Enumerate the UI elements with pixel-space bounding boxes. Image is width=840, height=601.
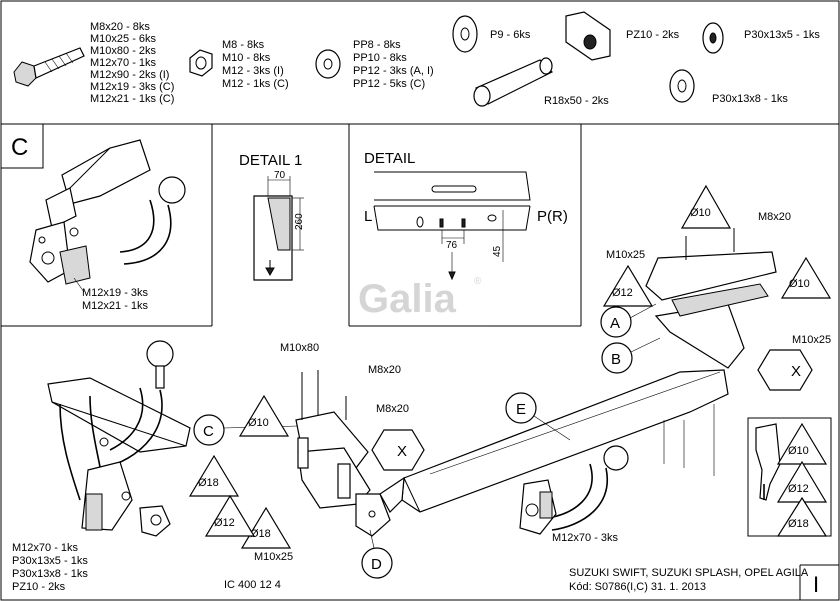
bolt-line: M10x80 - 2ks	[90, 45, 157, 57]
p30x13x8-label: P30x13x8 - 1ks	[712, 93, 788, 105]
nut-list: M8 - 8ks M10 - 8ks M12 - 3ks (I) M12 - 1…	[222, 39, 289, 90]
detail-2-dim-a: 76	[446, 240, 458, 251]
detail-1-title: DETAIL 1	[239, 152, 302, 169]
bolt-line: M10x25 - 6ks	[90, 33, 157, 45]
vehicle-list: SUZUKI SWIFT, SUZUKI SPLASH, OPEL AGILA	[569, 567, 809, 579]
bolt-line: M12x90 - 2ks (I)	[90, 69, 169, 81]
ball-kit-line: PZ10 - 2ks	[12, 581, 66, 593]
dia-marker: Ø10	[690, 207, 711, 219]
panel-c-bolt-2: M12x21 - 1ks	[82, 300, 149, 312]
label-b: B	[611, 351, 621, 368]
washer-line: PP12 - 5ks (C)	[353, 78, 425, 90]
panel-c-letter: C	[11, 134, 28, 161]
ball-detail-left	[47, 340, 191, 537]
washer-line: PP10 - 8ks	[353, 52, 407, 64]
detail-1: DETAIL 1 70 260	[239, 152, 305, 281]
dia-marker: Ø10	[789, 278, 810, 290]
detail-2-left: L	[364, 208, 372, 225]
galia-watermark: Galia ®	[356, 276, 486, 327]
p30x13x5-label: P30x13x5 - 1ks	[744, 29, 820, 41]
label-c: C	[203, 423, 214, 440]
detail-1-width: 70	[274, 170, 286, 181]
main-assembly	[295, 228, 777, 537]
nut-line: M10 - 8ks	[222, 52, 271, 64]
m10x25-right-label: M10x25	[792, 334, 831, 346]
registered-mark: ®	[474, 276, 482, 287]
p9-label: P9 - 6ks	[490, 29, 531, 41]
m8x20-a-label: M8x20	[368, 364, 401, 376]
dia-marker: Ø12	[612, 287, 633, 299]
pz10-label: PZ10 - 2ks	[626, 29, 680, 41]
dia-marker: Ø18	[198, 477, 219, 489]
washer-line: PP8 - 8ks	[353, 39, 401, 51]
bolt-illustration	[13, 47, 85, 87]
drill-dia: Ø18	[788, 518, 809, 530]
detail-2-right: P(R)	[537, 208, 568, 225]
ball-kit-line: M12x70 - 1ks	[12, 542, 79, 554]
label-x-left: X	[397, 443, 407, 460]
drill-dia: Ø10	[788, 445, 809, 457]
bolt-line: M12x21 - 1ks (C)	[90, 93, 174, 105]
drill-panel: Ø10 Ø12 Ø18	[747, 417, 832, 537]
product-code: Kód: S0786(I,C) 31. 1. 2013	[569, 581, 706, 593]
nut-line: M12 - 1ks (C)	[222, 78, 289, 90]
m10x25-top-label: M10x25	[606, 249, 645, 261]
ball-kit-line: P30x13x8 - 1ks	[12, 568, 88, 580]
washer-illustration	[315, 49, 341, 79]
bolt-line: M12x19 - 3ks (C)	[90, 81, 174, 93]
r18x50-label: R18x50 - 2ks	[544, 95, 609, 107]
drawing-number: IC 400 12 4	[224, 579, 281, 591]
detail-2-title: DETAIL	[364, 150, 415, 167]
m12x70-label: M12x70 - 3ks	[552, 532, 619, 544]
m10x80-label: M10x80	[280, 342, 319, 354]
nut-line: M8 - 8ks	[222, 39, 265, 51]
galia-logo-text: Galia	[358, 277, 457, 321]
label-e: E	[516, 401, 526, 418]
ball-kit-line: P30x13x5 - 1ks	[12, 555, 88, 567]
p30x13x8-washer: P30x13x8 - 1ks	[669, 69, 788, 105]
footer: IC 400 12 4 SUZUKI SWIFT, SUZUKI SPLASH,…	[224, 567, 819, 597]
r18x50-spacer: R18x50 - 2ks	[473, 57, 609, 107]
callouts: A B C D E X X	[193, 303, 813, 579]
nut-line: M12 - 3ks (I)	[222, 65, 284, 77]
label-a: A	[610, 315, 620, 332]
m8x20-b-label: M8x20	[376, 403, 409, 415]
m10x25-bottom-label: M10x25	[254, 551, 293, 563]
ball-kit-list: M12x70 - 1ks P30x13x5 - 1ks P30x13x8 - 1…	[12, 542, 88, 593]
drill-dia: Ø12	[788, 483, 809, 495]
dia-marker: Ø12	[214, 517, 235, 529]
m8x20-top-label: M8x20	[758, 211, 791, 223]
panel-c: C M12x19 - 3ks M12x21 - 1ks	[0, 123, 186, 312]
washer-list: PP8 - 8ks PP10 - 8ks PP12 - 3ks (A, I) P…	[353, 39, 434, 90]
bolt-list: M8x20 - 8ks M10x25 - 6ks M10x80 - 2ks M1…	[90, 21, 174, 105]
detail-1-height: 260	[294, 213, 305, 230]
detail-2-dim-b: 45	[492, 245, 503, 257]
sheet-mark: I	[813, 572, 819, 597]
bolt-line: M8x20 - 8ks	[90, 21, 150, 33]
bolt-line: M12x70 - 1ks	[90, 57, 157, 69]
label-d: D	[371, 556, 382, 573]
assembly-labels: M8x20 M10x25 M10x25 M10x80 M8x20 M8x20 M…	[254, 211, 831, 563]
dia-marker: Ø10	[248, 417, 269, 429]
dia-marker: Ø18	[250, 528, 271, 540]
pz10-plate: PZ10 - 2ks	[565, 11, 680, 61]
panel-c-bolt-1: M12x19 - 3ks	[82, 287, 149, 299]
label-x-right: X	[791, 363, 801, 380]
p30x13x5-washer: P30x13x5 - 1ks	[702, 22, 820, 54]
washer-line: PP12 - 3ks (A, I)	[353, 65, 434, 77]
p9-washer: P9 - 6ks	[452, 15, 531, 53]
nut-illustration	[189, 49, 213, 77]
detail-2: DETAIL L P(R) 76 45	[364, 150, 568, 281]
diameter-markers: Ø10 Ø10 Ø12 Ø10 Ø18 Ø18 Ø12	[188, 184, 832, 549]
